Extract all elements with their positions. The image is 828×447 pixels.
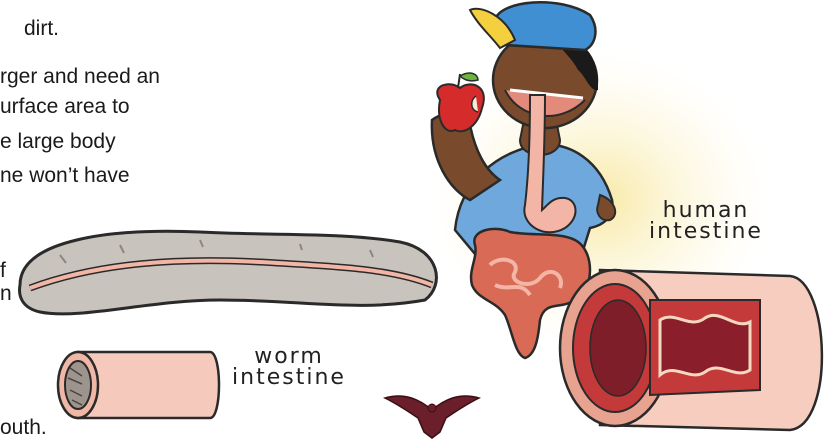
text-line-6: f <box>0 258 6 283</box>
human-intestine-label: human intestine <box>636 200 776 242</box>
text-line-2: rger and need an <box>0 64 160 89</box>
text-line-3: urface area to <box>0 94 130 119</box>
text-line-5: ne won’t have <box>0 163 130 188</box>
worm-intestine-label: worm intestine <box>214 346 364 388</box>
human-intestine-illustration <box>560 270 822 430</box>
text-line-7: n <box>0 281 12 306</box>
hawk-logo-icon <box>385 396 479 438</box>
text-line-4: e large body <box>0 129 116 154</box>
text-line-8: outh. <box>0 415 47 440</box>
text-line-1: dirt. <box>24 16 59 41</box>
worm-illustration <box>20 231 437 314</box>
worm-intestine-illustration <box>58 352 219 418</box>
